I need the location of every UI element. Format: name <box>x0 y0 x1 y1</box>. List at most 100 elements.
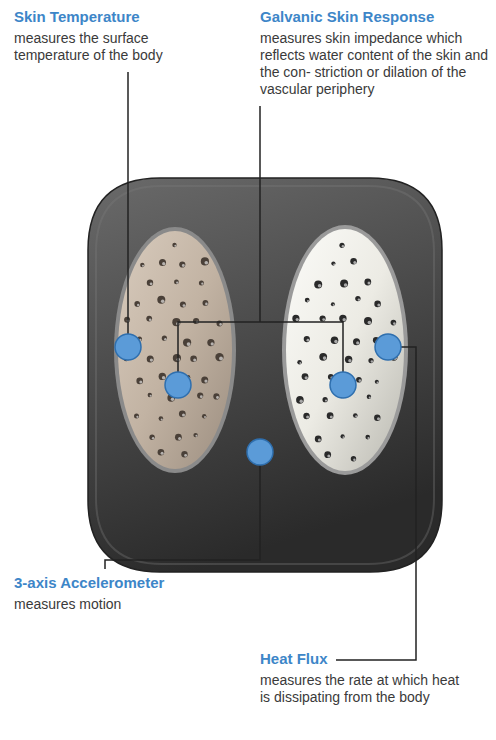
hole <box>339 243 344 248</box>
hole-highlight <box>182 264 185 267</box>
hole <box>350 258 357 265</box>
hole-highlight <box>353 459 355 461</box>
callout-heading: 3-axis Accelerometer <box>14 574 164 592</box>
hole <box>302 373 309 380</box>
hole-highlight <box>333 263 335 265</box>
hole <box>323 397 328 402</box>
hole-highlight <box>187 342 191 346</box>
hole <box>368 358 373 363</box>
hole <box>159 259 166 266</box>
hole-highlight <box>307 300 309 302</box>
hole <box>193 433 197 437</box>
hole-highlight <box>137 304 139 306</box>
hole <box>331 262 335 266</box>
hole <box>158 449 165 456</box>
hole-highlight <box>377 382 379 384</box>
hole-highlight <box>162 376 165 379</box>
hole-highlight <box>307 339 310 342</box>
hole-highlight <box>164 338 166 340</box>
hole-highlight <box>323 356 327 360</box>
hole <box>356 377 362 383</box>
hole-highlight <box>305 376 308 379</box>
sensor-dot <box>165 372 191 398</box>
leader-lines <box>105 72 416 660</box>
hole <box>374 415 380 421</box>
hole <box>314 280 322 288</box>
hole-highlight <box>193 358 196 361</box>
callout-description: measures skin impedance which reflects w… <box>260 30 492 98</box>
hole <box>391 320 397 326</box>
hole-highlight <box>161 299 165 303</box>
hole <box>292 315 299 322</box>
hole-highlight <box>174 245 176 247</box>
leader-line <box>105 465 260 569</box>
hole <box>134 414 139 419</box>
hole <box>374 301 381 308</box>
hole-highlight <box>333 304 335 306</box>
hole <box>175 434 182 441</box>
hole-highlight <box>136 416 138 418</box>
hole <box>148 393 152 397</box>
hole-highlight <box>149 318 152 321</box>
hole-highlight <box>150 359 153 362</box>
hole-highlight <box>318 439 321 442</box>
hole <box>331 302 335 306</box>
hole <box>197 393 203 399</box>
hole-highlight <box>176 282 178 284</box>
hole <box>215 353 223 361</box>
hole-highlight <box>219 323 222 326</box>
hole <box>213 393 219 399</box>
hole-highlight <box>162 262 165 265</box>
callout-description: measures motion <box>14 596 244 613</box>
hole <box>331 336 339 344</box>
hole-highlight <box>184 454 187 457</box>
hole <box>341 434 345 438</box>
callout-heading: Heat Flux <box>260 650 328 668</box>
hole-highlight <box>330 415 333 418</box>
hole <box>304 336 310 342</box>
hole-highlight <box>348 359 351 362</box>
hole <box>179 261 185 267</box>
hole <box>179 410 186 417</box>
hole <box>375 380 379 384</box>
sensor-dot <box>115 334 141 360</box>
hole-highlight <box>300 400 303 403</box>
hole <box>319 353 327 361</box>
hole-highlight <box>334 340 337 343</box>
hole-highlight <box>205 303 208 306</box>
hole <box>201 376 208 383</box>
hole <box>296 396 304 404</box>
hole <box>324 451 331 458</box>
hole <box>340 280 348 288</box>
hole <box>353 338 360 345</box>
hole-highlight <box>204 416 206 418</box>
hole-highlight <box>150 395 152 397</box>
hole-highlight <box>368 282 371 285</box>
hole <box>303 413 309 419</box>
hole <box>199 280 204 285</box>
hole-highlight <box>195 435 197 437</box>
hole <box>327 412 334 419</box>
hole-highlight <box>183 304 186 307</box>
hole-highlight <box>344 283 348 287</box>
hole <box>173 354 181 362</box>
hole-highlight <box>296 318 299 321</box>
hole-highlight <box>342 245 344 247</box>
callout-heading: Galvanic Skin Response <box>260 8 434 26</box>
hole-highlight <box>219 357 223 361</box>
electrode-rim <box>282 225 408 475</box>
hole-highlight <box>201 283 203 285</box>
hole <box>315 436 322 443</box>
hole <box>174 280 179 285</box>
hole <box>146 316 152 322</box>
hole <box>207 339 214 346</box>
hole <box>147 355 154 362</box>
hole <box>201 257 209 265</box>
callout-heading: Skin Temperature <box>14 8 140 26</box>
hole-highlight <box>355 415 357 417</box>
hole-highlight <box>343 436 345 438</box>
hole-highlight <box>353 261 356 264</box>
hole-highlight <box>327 454 330 457</box>
hole <box>159 373 166 380</box>
